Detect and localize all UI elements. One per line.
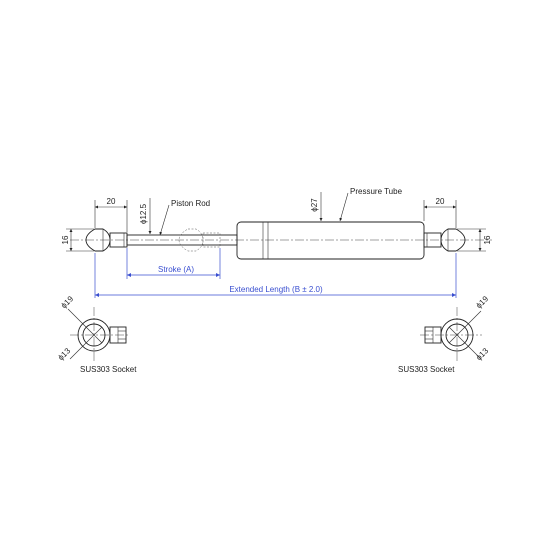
dim-socket-left-outer: ϕ19 xyxy=(59,294,75,310)
dim-left-height: 16 xyxy=(61,235,70,244)
leader-socket-left-inner xyxy=(69,342,87,360)
dim-rod-diameter: ϕ12.5 xyxy=(139,203,148,224)
socket-left-cross-b xyxy=(85,326,103,344)
leader-socket-right-inner xyxy=(464,342,482,360)
ghost-ball-socket xyxy=(178,228,204,252)
dimensions-blue: Stroke (A) Extended Length (B ± 2.0) xyxy=(94,248,457,298)
leader-socket-left-outer xyxy=(67,308,87,328)
socket-right-cross-b xyxy=(448,326,466,344)
pressure-tube xyxy=(236,221,425,260)
dim-socket-right-outer: ϕ19 xyxy=(474,294,490,310)
right-ball-socket xyxy=(440,228,466,252)
dim-right-end-length: 20 xyxy=(436,197,445,206)
dim-socket-right-inner: ϕ13 xyxy=(474,346,490,362)
socket-detail-left: ϕ19 ϕ13 SUS303 Socket xyxy=(56,294,137,374)
leader-socket-right-outer xyxy=(464,310,482,328)
label-socket-left: SUS303 Socket xyxy=(80,365,137,374)
leader-piston-rod xyxy=(159,204,170,236)
dim-right-height: 16 xyxy=(483,235,492,244)
gas-spring-side-view xyxy=(70,221,492,260)
label-piston-rod: Piston Rod xyxy=(171,199,210,208)
dim-left-end-length: 20 xyxy=(107,197,116,206)
socket-right-inner-circle xyxy=(445,323,469,347)
socket-detail-right: ϕ19 ϕ13 SUS303 Socket xyxy=(398,294,491,374)
ghost-socket-neck xyxy=(202,232,221,248)
dim-tube-diameter: ϕ27 xyxy=(310,198,319,212)
label-socket-right: SUS303 Socket xyxy=(398,365,455,374)
label-pressure-tube: Pressure Tube xyxy=(350,187,403,196)
label-extended-length: Extended Length (B ± 2.0) xyxy=(229,285,323,294)
leader-pressure-tube xyxy=(339,192,349,222)
dim-socket-left-inner: ϕ13 xyxy=(56,346,72,362)
dimensions-black: 20 20 16 16 ϕ12.5 ϕ27 Piston Rod Pressur… xyxy=(61,187,492,252)
socket-left-inner-circle xyxy=(82,323,106,347)
label-stroke: Stroke (A) xyxy=(158,265,194,274)
